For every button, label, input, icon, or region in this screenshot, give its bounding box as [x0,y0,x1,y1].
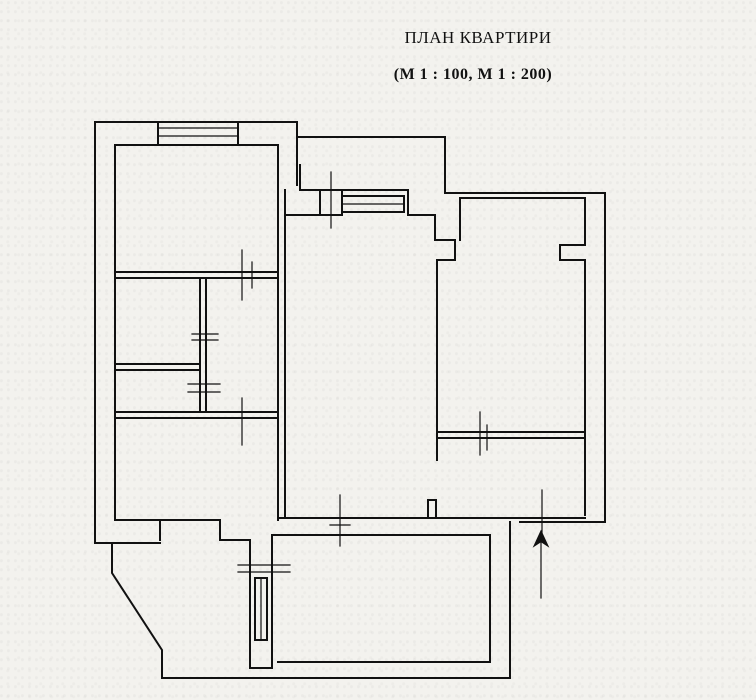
right-partition [436,411,586,456]
plan-scale: (М 1 : 100, М 1 : 200) [393,66,553,83]
plan-title: ПЛАН КВАРТИРИ [404,28,552,47]
window-top-left [157,121,239,146]
entrance-arrow-icon [532,529,550,599]
corridor-walls [111,489,586,679]
balcony-door-top [319,171,405,229]
left-partitions [114,249,279,446]
lower-door [237,564,291,641]
outer-walls [94,121,606,679]
